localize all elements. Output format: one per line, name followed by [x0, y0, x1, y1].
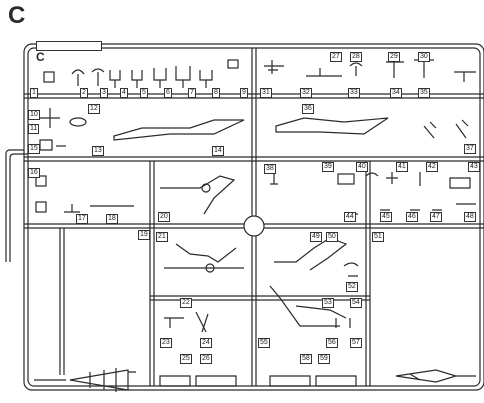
part-number-46: 46 [406, 212, 418, 222]
part-number-35: 35 [418, 88, 430, 98]
part-number-55: 55 [258, 338, 270, 348]
part-number-24: 24 [200, 338, 212, 348]
part-number-15: 15 [28, 144, 40, 154]
parts-row-7 [159, 243, 244, 387]
frame-label-plate [36, 41, 102, 51]
frame-letter: C [36, 50, 45, 64]
part-number-22: 22 [180, 298, 192, 308]
part-number-41: 41 [396, 162, 408, 172]
part-number-3: 3 [100, 88, 108, 98]
part-number-18: 18 [106, 214, 118, 224]
part-number-34: 34 [390, 88, 402, 98]
parts-row-1 [43, 59, 239, 88]
part-number-52: 52 [346, 282, 358, 292]
part-number-30: 30 [418, 52, 430, 62]
parts-row-9 [34, 368, 476, 392]
part-number-1: 1 [30, 88, 38, 98]
part-number-51: 51 [372, 232, 384, 242]
sheet-letter: C [8, 2, 26, 29]
part-number-33: 33 [348, 88, 360, 98]
part-number-31: 31 [260, 88, 272, 98]
part-number-4: 4 [120, 88, 128, 98]
part-number-19: 19 [138, 230, 150, 240]
part-number-56: 56 [326, 338, 338, 348]
parts-row-2 [264, 59, 476, 82]
parts-row-6 [270, 172, 476, 215]
part-number-16: 16 [28, 168, 40, 178]
part-number-12: 12 [88, 104, 100, 114]
part-number-38: 38 [264, 164, 276, 174]
part-number-29: 29 [388, 52, 400, 62]
part-number-2: 2 [80, 88, 88, 98]
parts-row-5 [35, 175, 236, 215]
part-number-25: 25 [180, 354, 192, 364]
part-number-14: 14 [212, 146, 224, 156]
part-number-40: 40 [356, 162, 368, 172]
part-number-50: 50 [326, 232, 338, 242]
parts-row-4 [275, 117, 469, 139]
part-number-39: 39 [322, 162, 334, 172]
part-number-37: 37 [464, 144, 476, 154]
part-number-26: 26 [200, 354, 212, 364]
part-number-10: 10 [28, 110, 40, 120]
part-number-11: 11 [28, 124, 40, 134]
part-number-53: 53 [322, 298, 334, 308]
part-number-13: 13 [92, 146, 104, 156]
part-number-43: 43 [468, 162, 480, 172]
part-number-57: 57 [350, 338, 362, 348]
part-number-59: 59 [318, 354, 330, 364]
part-number-44: 44 [344, 212, 356, 222]
part-number-42: 42 [426, 162, 438, 172]
part-number-21: 21 [156, 232, 168, 242]
part-number-45: 45 [380, 212, 392, 222]
part-number-17: 17 [76, 214, 88, 224]
part-number-48: 48 [464, 212, 476, 222]
part-number-8: 8 [212, 88, 220, 98]
part-number-27: 27 [330, 52, 342, 62]
part-number-20: 20 [158, 212, 170, 222]
part-number-23: 23 [160, 338, 172, 348]
parts-row-8 [269, 237, 359, 387]
part-number-54: 54 [350, 298, 362, 308]
part-number-5: 5 [140, 88, 148, 98]
part-number-36: 36 [302, 104, 314, 114]
part-number-49: 49 [310, 232, 322, 242]
part-number-6: 6 [164, 88, 172, 98]
part-number-47: 47 [430, 212, 442, 222]
part-number-9: 9 [240, 88, 248, 98]
part-number-58: 58 [300, 354, 312, 364]
part-number-28: 28 [350, 52, 362, 62]
part-number-32: 32 [300, 88, 312, 98]
parts-row-3 [39, 108, 245, 151]
part-number-7: 7 [188, 88, 196, 98]
